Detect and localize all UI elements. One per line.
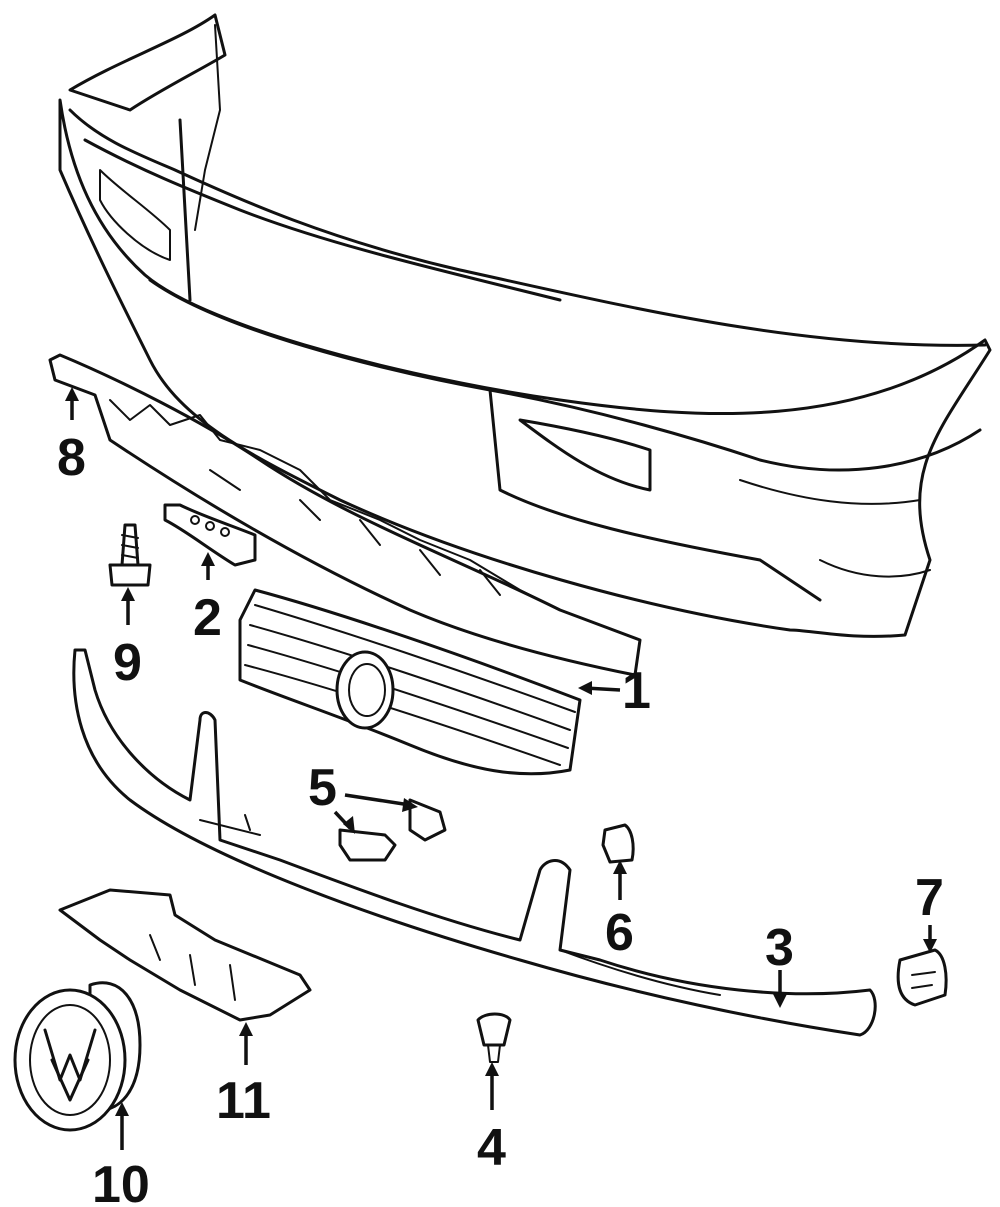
part-9-screw xyxy=(108,523,152,587)
callout-8: 8 xyxy=(57,429,86,487)
part-3-spoiler xyxy=(72,648,877,1037)
callout-4: 4 xyxy=(477,1119,506,1177)
callout-labels: 1 2 3 4 5 6 7 8 9 10 11 xyxy=(57,429,944,1207)
callout-6: 6 xyxy=(605,904,634,962)
callout-10: 10 xyxy=(92,1156,150,1207)
part-11-bracket xyxy=(58,888,312,1022)
part-7-bracket xyxy=(896,948,948,1007)
part-10-emblem xyxy=(13,981,142,1132)
callout-11: 11 xyxy=(216,1072,271,1130)
callout-arrows xyxy=(65,387,937,1150)
callout-7: 7 xyxy=(915,869,944,927)
callout-2: 2 xyxy=(193,589,222,647)
part-6-clip xyxy=(601,823,635,864)
part-4-rivet xyxy=(476,1012,512,1063)
part-2-bracket xyxy=(163,503,257,567)
callout-9: 9 xyxy=(113,634,142,692)
part-1-grille xyxy=(238,588,582,776)
part-8-absorber xyxy=(48,353,642,677)
callout-5: 5 xyxy=(308,759,337,817)
vw-logo-icon xyxy=(43,1028,97,1102)
callout-3: 3 xyxy=(765,919,794,977)
callout-1: 1 xyxy=(622,662,651,720)
part-5-clips xyxy=(338,798,447,862)
